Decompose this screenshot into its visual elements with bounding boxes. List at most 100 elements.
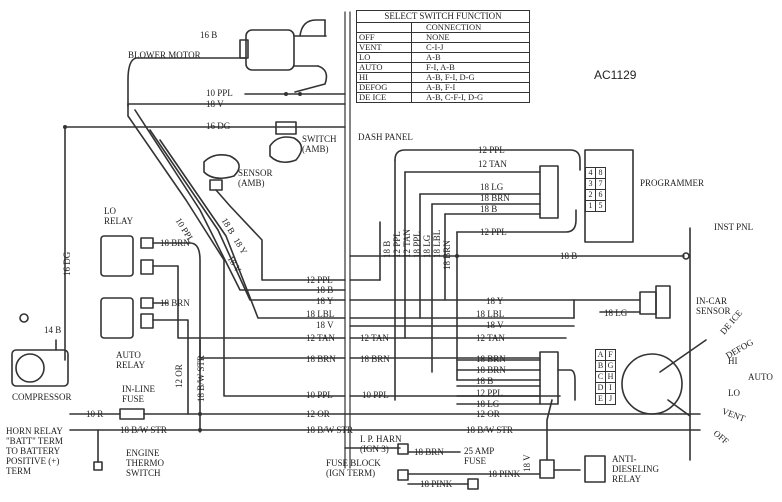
blower-motor-label: BLOWER MOTOR — [128, 50, 201, 60]
wire-label: 12 PPL — [476, 388, 503, 398]
wire-label: 10 R — [86, 409, 104, 419]
diagram-id: AC1129 — [594, 68, 637, 82]
wire-label: 18 B — [480, 204, 498, 214]
dash-panel-label: DASH PANEL — [358, 132, 413, 142]
auto-relay-label: AUTO RELAY — [116, 350, 146, 370]
wire-label: 16 DG — [206, 121, 231, 131]
anti-dieseling-label: ANTI- DIESELING RELAY — [612, 454, 659, 484]
wire-label: 18 B/W STR — [306, 425, 353, 435]
fuse-block-label: FUSE BLOCK (IGN TERM) — [326, 458, 381, 478]
wire-label: 14 B — [44, 325, 62, 335]
compressor-label: COMPRESSOR — [12, 392, 72, 402]
wire-label: 18 BRN — [476, 354, 506, 364]
table-cell: VENT — [357, 43, 412, 52]
table-row: LO A-B — [357, 53, 529, 63]
sensor-amb-body — [203, 154, 240, 180]
wire-label: 18 BRN — [476, 365, 506, 375]
in-line-fuse-label: IN-LINE FUSE — [122, 384, 155, 404]
in-car-sensor-connector — [639, 291, 657, 315]
wire-label: 18 PINK — [488, 469, 521, 479]
selector-position-lo: LO — [728, 388, 740, 398]
table-title: SELECT SWITCH FUNCTION — [357, 11, 529, 23]
wire-label: 18 LBL — [306, 309, 335, 319]
wire-label: 18 Y — [486, 296, 504, 306]
wire-label: 12 TAN — [476, 333, 505, 343]
wire-label: 18 BRN — [160, 298, 190, 308]
table-cell: NONE — [426, 32, 450, 42]
wire-label: 12 PPL — [478, 145, 505, 155]
table-cell: DEFOG — [357, 83, 412, 92]
inst-pnl-label: INST PNL — [714, 222, 754, 232]
wire-label: 18 B — [560, 251, 578, 261]
wire-label: 18 BRN — [306, 354, 336, 364]
table-cell: A-B, F-I, D-G — [426, 72, 475, 82]
amp-fuse-label: 25 AMP FUSE — [464, 446, 495, 466]
lo-relay-body — [100, 235, 134, 277]
in-line-fuse-body — [119, 408, 145, 420]
pin-label: J — [605, 393, 616, 405]
wire-label: 18 B — [476, 376, 494, 386]
wire-label: 18 BRN — [442, 240, 452, 270]
wire-label: 12 OR — [174, 364, 184, 388]
table-cell: HI — [357, 73, 412, 82]
wire-label: 12 TAN — [478, 159, 507, 169]
wire-label: 18 B — [382, 240, 392, 258]
select-switch-body — [621, 353, 683, 415]
table-cell: A-B — [426, 52, 441, 62]
switch-amb-body — [269, 136, 303, 164]
programmer-connector — [539, 165, 559, 219]
wire-label: 18 LBL — [432, 229, 442, 258]
table-cell: C-I-J — [426, 42, 444, 52]
selector-position-auto: AUTO — [748, 372, 773, 382]
wire-label: 18 BRN — [414, 447, 444, 457]
programmer-label: PROGRAMMER — [640, 178, 705, 188]
pin-label: 5 — [595, 200, 606, 212]
wire-label: 12 PPL — [392, 231, 402, 258]
wire-label: 12 OR — [306, 409, 330, 419]
table-cell: LO — [357, 53, 412, 62]
table-row: VENT C-I-J — [357, 43, 529, 53]
table-cell: A-B, F-I — [426, 82, 456, 92]
wire-label: 18 B/W STR — [466, 425, 513, 435]
sensor-amb-label: SENSOR (AMB) — [238, 168, 273, 188]
select-switch-connector — [539, 351, 559, 405]
table-cell: F-I, A-B — [426, 62, 455, 72]
wire-label: 18 LG — [422, 234, 432, 258]
wire-label: 12 PPL — [480, 227, 507, 237]
wire-label: 18 V — [206, 99, 224, 109]
in-car-sensor-label: IN-CAR SENSOR — [696, 296, 731, 316]
wire-label: 10 PPL — [206, 88, 233, 98]
lo-relay-label: LO RELAY — [104, 206, 134, 226]
wire-label: 18 LBL — [476, 309, 505, 319]
wire-label: 12 TAN — [402, 229, 412, 258]
wire-label: 18 B — [316, 285, 334, 295]
anti-dieseling-body — [584, 455, 606, 483]
table-row: AUTO F-I, A-B — [357, 63, 529, 73]
wire-label: 16 DG — [62, 251, 72, 276]
wire-label: 18 Y — [316, 296, 334, 306]
wire-label: 10 PPL — [306, 390, 333, 400]
wire-label: 18 BRN — [360, 354, 390, 364]
wire-label: 18 BRN — [160, 238, 190, 248]
selector-position-hi: HI — [728, 356, 738, 366]
blower-motor-body — [245, 29, 295, 71]
i-p-harn-label: I. P. HARN (IGN 3) — [360, 434, 402, 454]
wire-label: 10 PPL — [362, 390, 389, 400]
table-col-header: CONNECTION — [426, 22, 482, 32]
table-cell: A-B, C-F-I, D-G — [426, 92, 484, 102]
wire-label: 18 B/W STR — [120, 425, 167, 435]
table-cell: DE ICE — [357, 93, 412, 102]
wire-label: 12 TAN — [306, 333, 335, 343]
wire-label: 16 B — [200, 30, 218, 40]
table-row: HI A-B, F-I, D-G — [357, 73, 529, 83]
table-cell: AUTO — [357, 63, 412, 72]
wire-label: 12 TAN — [360, 333, 389, 343]
wire-label: 18 BRN — [480, 193, 510, 203]
auto-relay-body — [100, 297, 134, 339]
wire-label: 18 PPL — [412, 231, 422, 258]
wire-label: 18 V — [486, 320, 504, 330]
